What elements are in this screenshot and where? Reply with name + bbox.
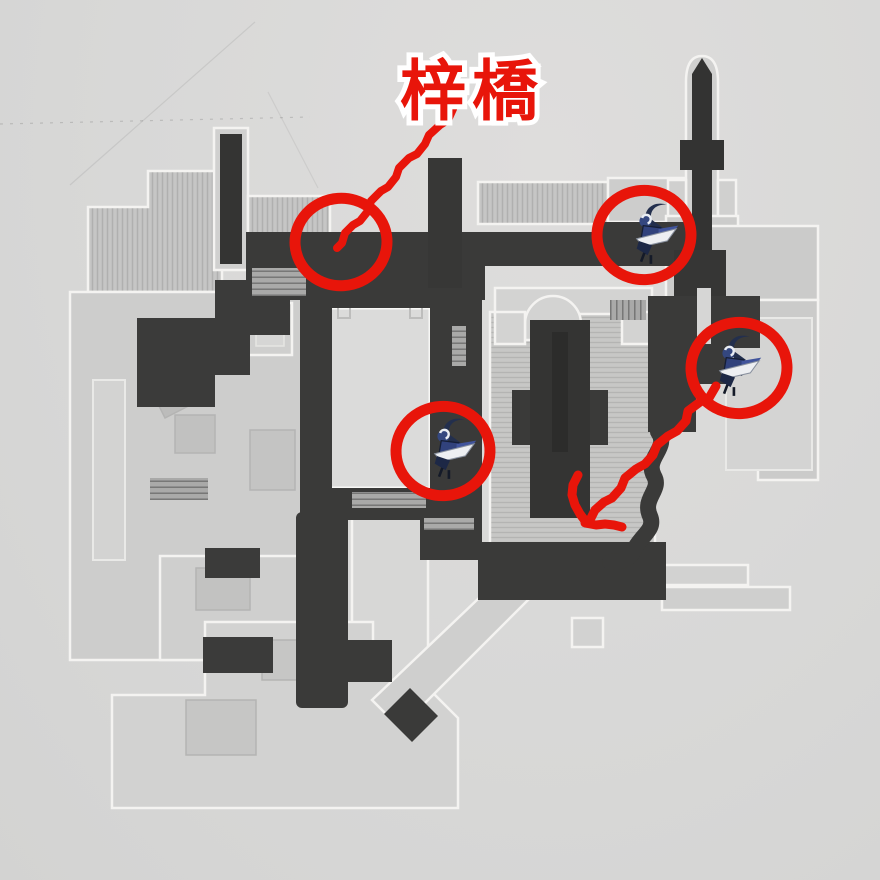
center-bird-circle (390, 400, 496, 502)
corridor-south-stub (340, 640, 392, 682)
central-plaza-wing-west (493, 310, 527, 346)
terrace-southeast-square (570, 616, 605, 649)
watchtower-knob-east (716, 178, 738, 222)
terrace-southeast-strip-b (660, 585, 792, 612)
watchtower-crossbar (680, 140, 724, 170)
corridor-east-block (648, 296, 760, 432)
terrace-north-central (476, 180, 610, 226)
corridor-diagonal-chunk (384, 688, 438, 742)
arrow-label-to-bridge (333, 105, 457, 252)
map-label: 梓橋 (400, 53, 544, 130)
terrace-west-strip (92, 379, 126, 561)
staircase-details (252, 268, 711, 530)
corridor-west-b (203, 637, 273, 673)
corridor-west-a (205, 548, 260, 578)
terrace-east-inner (725, 317, 813, 471)
arrow-east-bird-to-plaza (580, 518, 627, 532)
arrow-east-bird-to-plaza (586, 381, 721, 523)
corridor-west-steps (137, 280, 290, 407)
terrace-northwest (86, 169, 224, 294)
north-bird-circle (591, 184, 697, 286)
background-scratches (0, 21, 319, 189)
corridor-south-vertical (296, 512, 348, 708)
arrow-east-bird-to-plaza (567, 470, 591, 527)
pillar-central (428, 158, 462, 302)
courtyard (328, 306, 432, 490)
annotation-layer: 梓橋 (289, 48, 793, 532)
pillar-north (220, 134, 242, 264)
plaza-organ (512, 320, 608, 518)
courtyard-notch (337, 308, 423, 319)
east-bird-circle (685, 316, 793, 420)
zi-bridge-location-circle (289, 192, 393, 292)
